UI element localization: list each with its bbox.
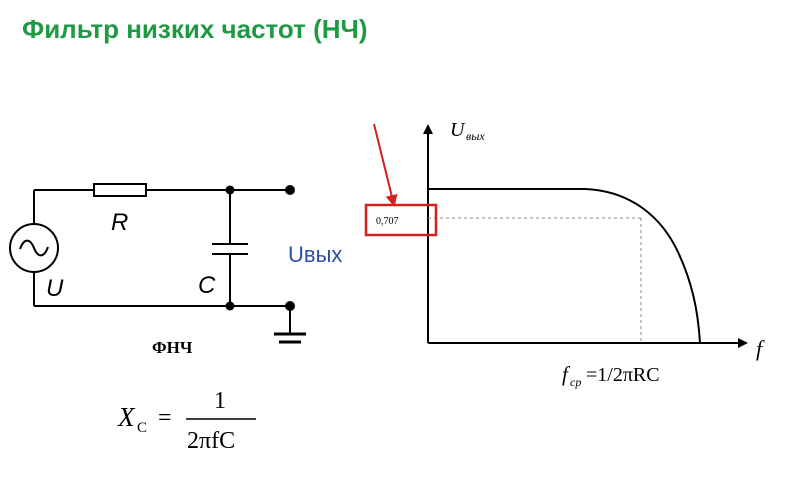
filter-caption: ФНЧ (152, 338, 193, 357)
output-terminal-top (285, 185, 295, 195)
x-axis-label: f (756, 336, 765, 361)
rc-circuit (33, 183, 291, 334)
formula-equals: = (158, 405, 172, 431)
formula-numerator: 1 (214, 388, 226, 414)
response-curve (428, 188, 701, 344)
marker-value: 0,707 (376, 216, 399, 227)
y-axis-label-sub: вых (466, 129, 485, 143)
capacitor-label: C (198, 272, 216, 299)
cutoff-formula: =1/2πRC (586, 364, 660, 386)
frequency-response-graph: 0,707 U вых f f ср =1/2πRC (364, 119, 765, 389)
resistor-label: R (111, 209, 128, 236)
y-axis-label: U (450, 119, 466, 141)
cutoff-label: f (562, 362, 571, 386)
formula-denominator: 2πfC (187, 428, 235, 454)
pointer-arrow (373, 123, 398, 207)
junction-top (225, 185, 235, 195)
junction-dots (225, 185, 295, 311)
highlight-box (364, 203, 438, 237)
cutoff-label-sub: ср (570, 375, 581, 389)
output-voltage-label: Uвых (288, 242, 342, 267)
reactance-formula: X C = 1 2πfC (117, 388, 256, 454)
formula-lhs: X (117, 402, 136, 432)
resistor (93, 183, 147, 197)
page-title: Фильтр низких частот (НЧ) (22, 14, 368, 44)
ground-icon (274, 332, 306, 344)
junction-bottom (225, 301, 235, 311)
formula-lhs-sub: C (137, 420, 147, 436)
output-terminal-bottom (285, 301, 295, 311)
source-label: U (46, 275, 64, 302)
ac-source-icon (9, 223, 59, 273)
